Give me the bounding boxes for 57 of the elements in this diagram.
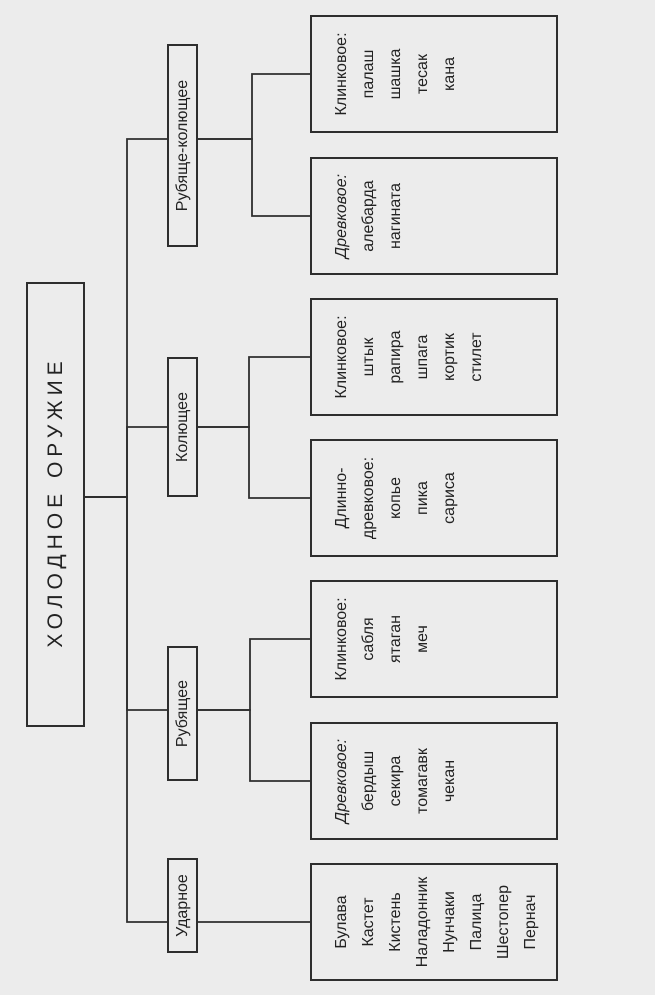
root-box [26, 282, 85, 727]
list-heading: Древковое: [332, 174, 351, 258]
category-box [167, 646, 198, 781]
list-item: шпага [413, 334, 432, 380]
list-box [310, 157, 558, 275]
list-item: Нунчаки [440, 891, 459, 953]
list-box [310, 722, 558, 840]
connector-line [198, 638, 310, 711]
list-box [310, 298, 558, 416]
list-item: нагината [386, 183, 405, 249]
connector-line [198, 356, 310, 428]
list-box [310, 439, 558, 557]
list-item: Пернач [521, 894, 540, 950]
list-item: Кастет [359, 897, 378, 947]
list-item: стилет [467, 332, 486, 382]
list-box [310, 15, 558, 133]
connector-line [198, 73, 310, 140]
list-item: Наладонник [413, 876, 432, 968]
list-item: бердыш [359, 750, 378, 812]
list-item: Кистень [386, 892, 405, 952]
category-box [167, 858, 198, 953]
connector-line [85, 138, 167, 498]
list-heading: Длинно-древковое: [332, 456, 378, 542]
list-item: палаш [359, 50, 378, 98]
list-heading: Клинковое: [332, 32, 351, 116]
list-item: кортик [440, 333, 459, 381]
list-item: сабля [359, 617, 378, 661]
list-item: ятаган [386, 615, 405, 663]
list-item: пика [413, 481, 432, 515]
connector-line [198, 921, 310, 923]
category-box [167, 44, 198, 247]
list-item: шашка [386, 48, 405, 100]
list-box [310, 580, 558, 698]
category-label: Ударное [174, 874, 192, 937]
category-label: Рубящее [174, 680, 192, 748]
list-item: сариса [440, 472, 459, 524]
list-item: Палица [467, 894, 486, 950]
category-box [167, 357, 198, 497]
category-label: Рубяще-колющее [174, 80, 192, 212]
list-item: рапира [386, 330, 405, 384]
list-item: копье [386, 477, 405, 519]
category-label: Колющее [174, 392, 192, 462]
list-item: меч [413, 625, 432, 653]
list-item: секира [386, 756, 405, 806]
list-item: томагавк [413, 748, 432, 814]
list-item: чекан [440, 760, 459, 802]
list-box [310, 863, 558, 981]
list-item: кана [440, 57, 459, 91]
list-item: штык [359, 338, 378, 376]
list-heading: Клинковое: [332, 597, 351, 681]
list-item: Шестопер [494, 884, 513, 960]
list-item: Булава [332, 895, 351, 949]
root-label: ХОЛОДНОЕ ОРУЖИЕ [44, 356, 68, 650]
list-heading: Древковое: [332, 738, 351, 824]
list-item: алебарда [359, 180, 378, 252]
list-item: тесак [413, 54, 432, 94]
list-heading: Клинковое: [332, 315, 351, 399]
